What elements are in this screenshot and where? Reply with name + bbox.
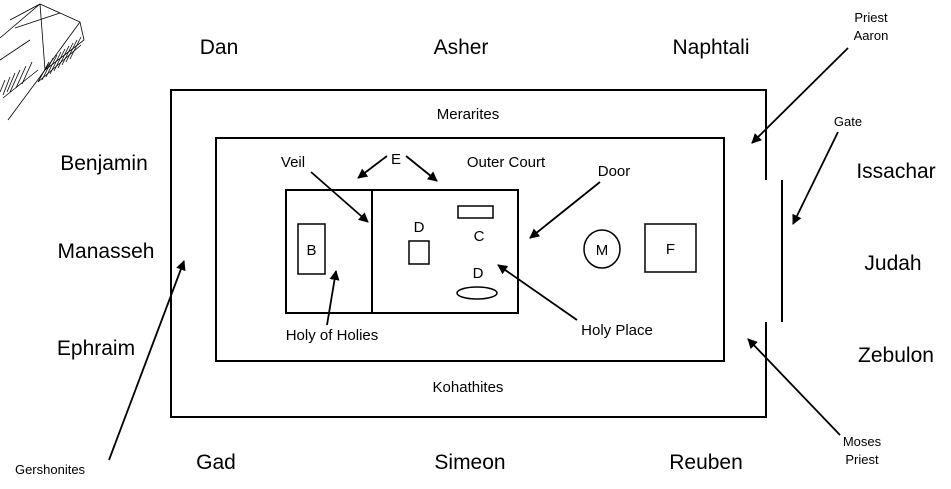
gershonites-label: Gershonites [15,462,86,477]
altar-of-incense-label: C [474,228,485,245]
tribe-manasseh: Manasseh [58,240,155,263]
arrow-door [529,181,601,239]
e-label: E [391,151,401,168]
priest-aaron-label-line2: Aaron [854,28,889,43]
arrows [108,47,849,461]
tribe-ephraim: Ephraim [57,337,135,360]
gate-label: Gate [834,114,862,129]
arrow-holy-of-holies [326,270,340,326]
arrow-e-right [405,155,438,182]
tribe-zebulon: Zebulon [858,344,934,367]
priest-aaron-label-line1: Priest [854,10,888,25]
holy-place-label: Holy Place [581,322,653,339]
lampstand-ellipse [456,286,498,300]
arrow-e-left [357,155,388,179]
table-label: D [414,219,425,236]
kohathites-label: Kohathites [433,379,504,396]
holy-of-holies-label: Holy of Holies [286,327,379,344]
veil-label: Veil [281,154,305,171]
tribe-issachar: Issachar [856,160,935,183]
tribe-judah: Judah [864,252,921,275]
tent-sketch-icon [0,3,85,121]
outer-court-label: Outer Court [467,154,546,171]
altar-of-incense-box [457,205,494,219]
moses-priest-label-line2: Priest [845,452,879,467]
arrow-priest-aaron [751,47,849,144]
lampstand-label: D [473,265,484,282]
arrow-gate [792,131,839,225]
tribe-dan: Dan [200,36,239,59]
arrow-holy-place [497,264,578,321]
altar-label: F [666,241,675,258]
tabernacle-building [285,189,519,314]
tribe-gad: Gad [196,451,236,474]
ark-label: B [306,242,316,259]
door-label: Door [598,163,631,180]
moses-priest-label-line1: Moses [843,434,882,449]
tribe-simeon: Simeon [434,451,505,474]
tribe-benjamin: Benjamin [60,152,148,175]
table-box [408,240,430,265]
camp-boundary [170,89,767,418]
tribe-reuben: Reuben [669,451,743,474]
laver-label: M [596,242,609,259]
altar-box [644,223,697,273]
merarites-label: Merarites [437,106,500,123]
tribe-naphtali: Naphtali [672,36,749,59]
arrow-moses-priest [747,338,841,436]
laver-circle [583,229,621,269]
tribe-asher: Asher [434,36,489,59]
arrow-veil [310,171,369,223]
ark-box [297,223,326,275]
outer-court-boundary [215,137,725,362]
arrow-gershonites [108,260,186,461]
